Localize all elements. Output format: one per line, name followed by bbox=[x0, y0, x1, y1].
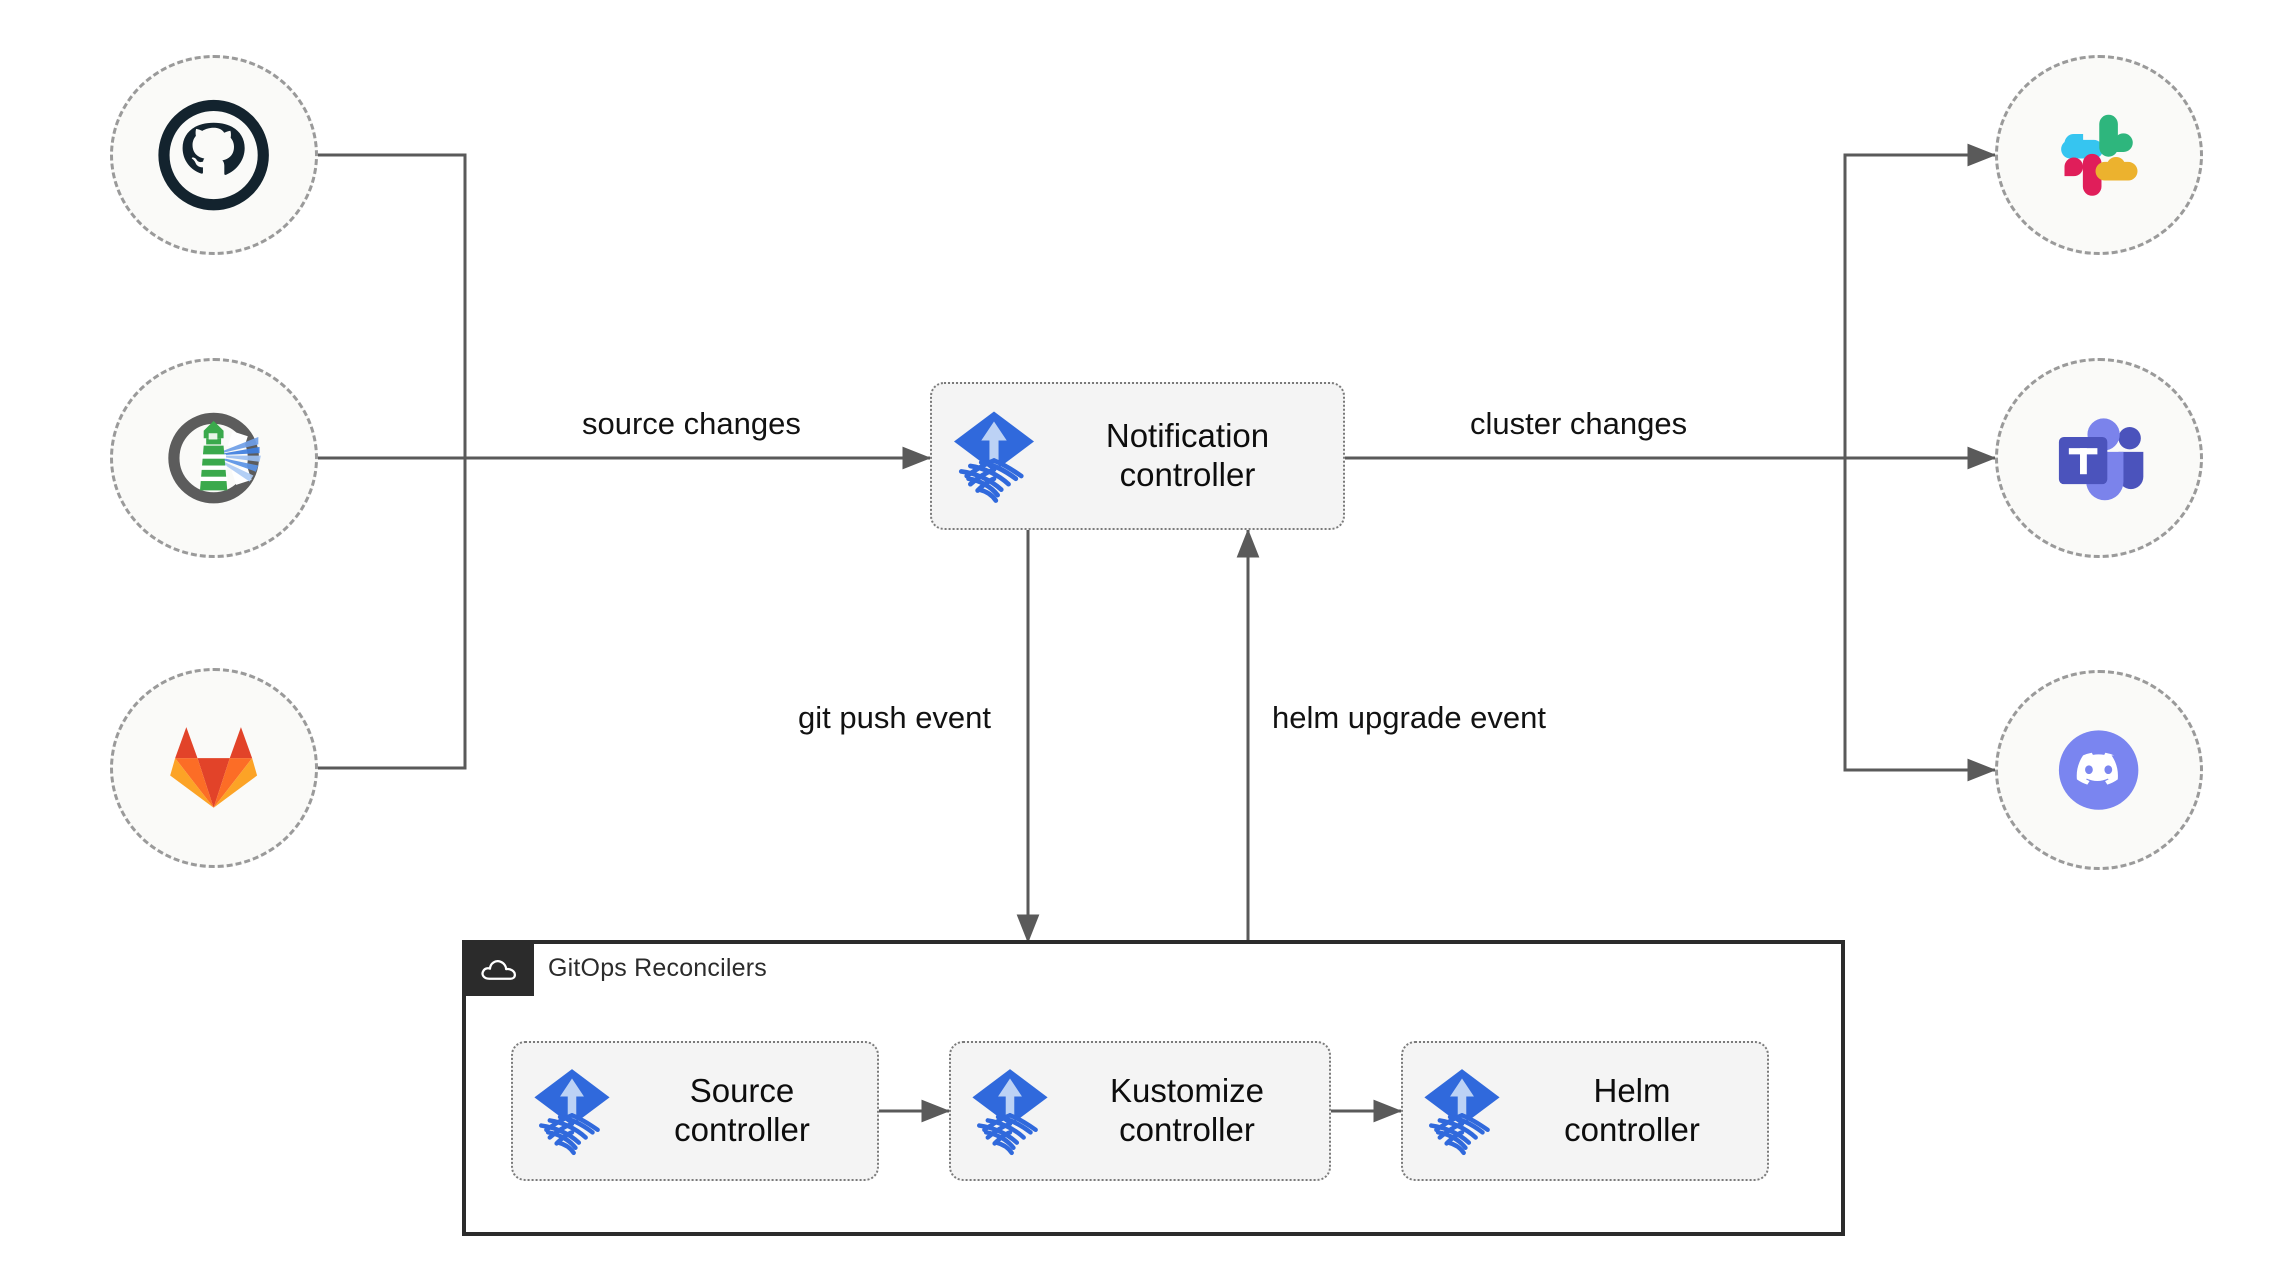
kustomize-controller-box[interactable]: Kustomize controller bbox=[949, 1041, 1331, 1181]
edge-label-helm-upgrade-event: helm upgrade event bbox=[1262, 698, 1557, 738]
source-controller-box[interactable]: Source controller bbox=[511, 1041, 879, 1181]
wire-to-discord bbox=[1843, 458, 1997, 782]
teams-icon bbox=[2034, 396, 2163, 520]
flux-icon bbox=[967, 1064, 1053, 1158]
source-node-github[interactable] bbox=[110, 55, 318, 255]
github-icon bbox=[149, 93, 278, 217]
notification-controller-box[interactable]: Notification controller bbox=[930, 382, 1345, 530]
target-node-teams[interactable] bbox=[1995, 358, 2203, 558]
edge-label-git-push-event: git push event bbox=[788, 698, 1002, 738]
source-node-harbor[interactable] bbox=[110, 358, 318, 558]
notification-controller-label: Notification controller bbox=[1105, 417, 1270, 493]
cloud-icon bbox=[479, 955, 521, 985]
source-node-gitlab[interactable] bbox=[110, 668, 318, 868]
wire-to-slack bbox=[1843, 143, 1997, 458]
gitlab-icon bbox=[149, 706, 278, 830]
target-node-slack[interactable] bbox=[1995, 55, 2203, 255]
controller-row-connectors bbox=[879, 1099, 1403, 1123]
edge-label-source-changes: source changes bbox=[572, 404, 811, 444]
gitops-group-tab bbox=[466, 944, 534, 996]
slack-icon bbox=[2034, 93, 2163, 217]
source-controller-label: Source controller bbox=[674, 1072, 810, 1148]
harbor-icon bbox=[149, 396, 278, 520]
wire-github-to-bus bbox=[318, 153, 467, 458]
gitops-reconcilers-group: GitOps Reconcilers bbox=[462, 940, 1845, 1236]
wire-gitlab-to-bus bbox=[318, 458, 467, 770]
gitops-group-title: GitOps Reconcilers bbox=[548, 954, 767, 982]
flux-icon bbox=[948, 406, 1040, 506]
target-node-discord[interactable] bbox=[1995, 670, 2203, 870]
helm-controller-box[interactable]: Helm controller bbox=[1401, 1041, 1769, 1181]
flux-icon bbox=[1419, 1064, 1505, 1158]
kustomize-controller-label: Kustomize controller bbox=[1109, 1072, 1265, 1148]
edge-label-cluster-changes: cluster changes bbox=[1460, 404, 1698, 444]
helm-controller-label: Helm controller bbox=[1564, 1072, 1700, 1148]
discord-icon bbox=[2034, 708, 2163, 832]
flux-icon bbox=[529, 1064, 615, 1158]
